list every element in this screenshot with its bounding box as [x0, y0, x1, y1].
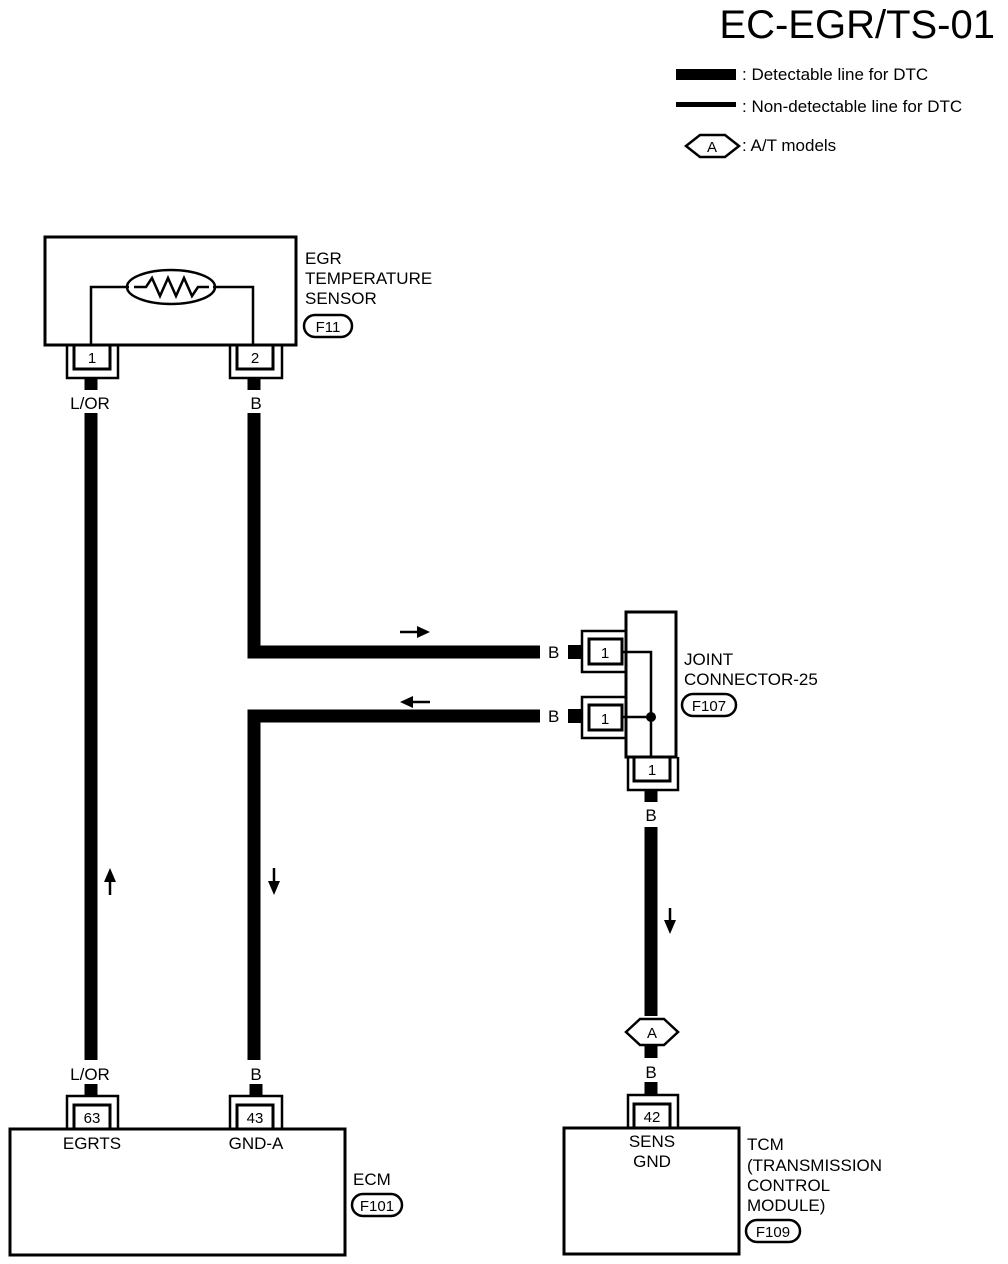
pin-number: 2 — [251, 350, 259, 367]
connector-bracket — [626, 1093, 680, 1128]
pin-number: 63 — [84, 1110, 101, 1127]
pin-number: 1 — [601, 645, 609, 662]
legend-at-models-text: : A/T models — [742, 136, 836, 155]
tcm-body — [562, 1126, 741, 1256]
wire-terminal — [568, 645, 582, 659]
terminal-label: GND-A — [229, 1134, 284, 1153]
wire-color-label: B — [250, 1065, 261, 1084]
pin-box — [587, 637, 624, 666]
splice-dot — [646, 712, 656, 722]
sensor-lead-right — [213, 285, 255, 345]
terminal-label: EGRTS — [63, 1134, 121, 1153]
arrow-up-icon-head — [104, 868, 116, 882]
terminal-label: GND — [633, 1152, 671, 1171]
wire-color-label: B — [250, 394, 261, 413]
arrow-down-icon-head — [268, 881, 280, 895]
arrow-right-icon-head — [417, 626, 430, 638]
at-models-marker — [624, 1017, 680, 1047]
ecm: L/OR B 63 43 EGRTS GND-A ECM F101 — [8, 1065, 404, 1257]
legend-detectable-text: : Detectable line for DTC — [742, 65, 928, 84]
at-models-marker-letter: A — [647, 1025, 657, 1042]
wire-color-label: L/OR — [70, 394, 110, 413]
non-detectable-line-sample — [676, 102, 736, 107]
pin-number: 1 — [601, 711, 609, 728]
pin-number: 1 — [88, 350, 96, 367]
legend: : Detectable line for DTC : Non-detectab… — [676, 65, 962, 159]
ecm-name: ECM — [353, 1170, 391, 1189]
pin-box — [632, 1102, 672, 1130]
wire-b-joint-to-ecm — [247, 709, 540, 1060]
detectable-line-sample — [676, 69, 736, 80]
wire-color-label: L/OR — [70, 1065, 110, 1084]
egr-sensor-name-line: EGR — [305, 249, 342, 268]
wire-terminal — [568, 709, 582, 723]
wire-color-label: B — [548, 707, 559, 726]
connector-bracket — [580, 695, 626, 740]
pin-box — [72, 343, 112, 371]
arrow-left-icon-head — [400, 696, 413, 708]
tcm-name-line: (TRANSMISSION — [747, 1156, 882, 1175]
pin-box — [632, 755, 672, 783]
tcm-name-line: MODULE) — [747, 1196, 825, 1215]
connector-id-badge — [680, 692, 738, 718]
at-models-symbol — [683, 133, 742, 159]
at-models-symbol-letter: A — [707, 139, 717, 156]
connector-id-badge — [302, 313, 354, 339]
tcm: B 42 SENS GND TCM (TRANSMISSION CONTROL … — [562, 1063, 882, 1256]
connector-bracket — [580, 629, 626, 674]
connector-bracket — [65, 1094, 120, 1129]
wire-color-label: B — [645, 1063, 656, 1082]
connector-id: F109 — [756, 1224, 790, 1241]
sensor-lead-left — [89, 285, 129, 345]
tcm-name-line: TCM — [747, 1135, 784, 1154]
pin-box — [72, 1103, 112, 1131]
wire-color-label: B — [645, 806, 656, 825]
wire-color-label: B — [548, 643, 559, 662]
terminal-label: SENS — [629, 1132, 675, 1151]
connector-id-badge — [350, 1192, 404, 1218]
egr-temperature-sensor: 1 2 EGR TEMPERATURE SENSOR F11 — [43, 235, 432, 380]
egr-sensor-name-line: TEMPERATURE — [305, 269, 432, 288]
egr-sensor-name-line: SENSOR — [305, 289, 377, 308]
arrow-down-icon-head — [664, 920, 676, 934]
resistor-zigzag-icon — [134, 274, 209, 300]
connector-id: F107 — [692, 698, 726, 715]
connector-id: F101 — [360, 1198, 394, 1215]
legend-non-detectable-text: : Non-detectable line for DTC — [742, 97, 962, 116]
pin-number: 42 — [644, 1109, 661, 1126]
tcm-name-line: CONTROL — [747, 1176, 830, 1195]
thermistor-icon — [125, 268, 217, 306]
connector-id-badge — [744, 1218, 802, 1244]
page-code: EC-EGR/TS-01 — [719, 3, 995, 47]
pin-box — [235, 343, 275, 371]
joint-connector-25: B B 1 1 1 B JOINT CONNECTOR-25 F107 — [548, 610, 818, 825]
joint-name-line: CONNECTOR-25 — [684, 670, 818, 689]
connector-bracket — [228, 1094, 284, 1129]
pin-number: 43 — [247, 1110, 264, 1127]
pin-number: 1 — [648, 762, 656, 779]
egr-sensor-body — [43, 235, 298, 347]
pin-box — [587, 703, 624, 732]
ecm-body — [8, 1127, 347, 1257]
connector-id: F11 — [316, 319, 341, 336]
wire-b-sensor-to-joint — [247, 413, 540, 659]
joint-name-line: JOINT — [684, 650, 733, 669]
pin-box — [235, 1103, 275, 1131]
